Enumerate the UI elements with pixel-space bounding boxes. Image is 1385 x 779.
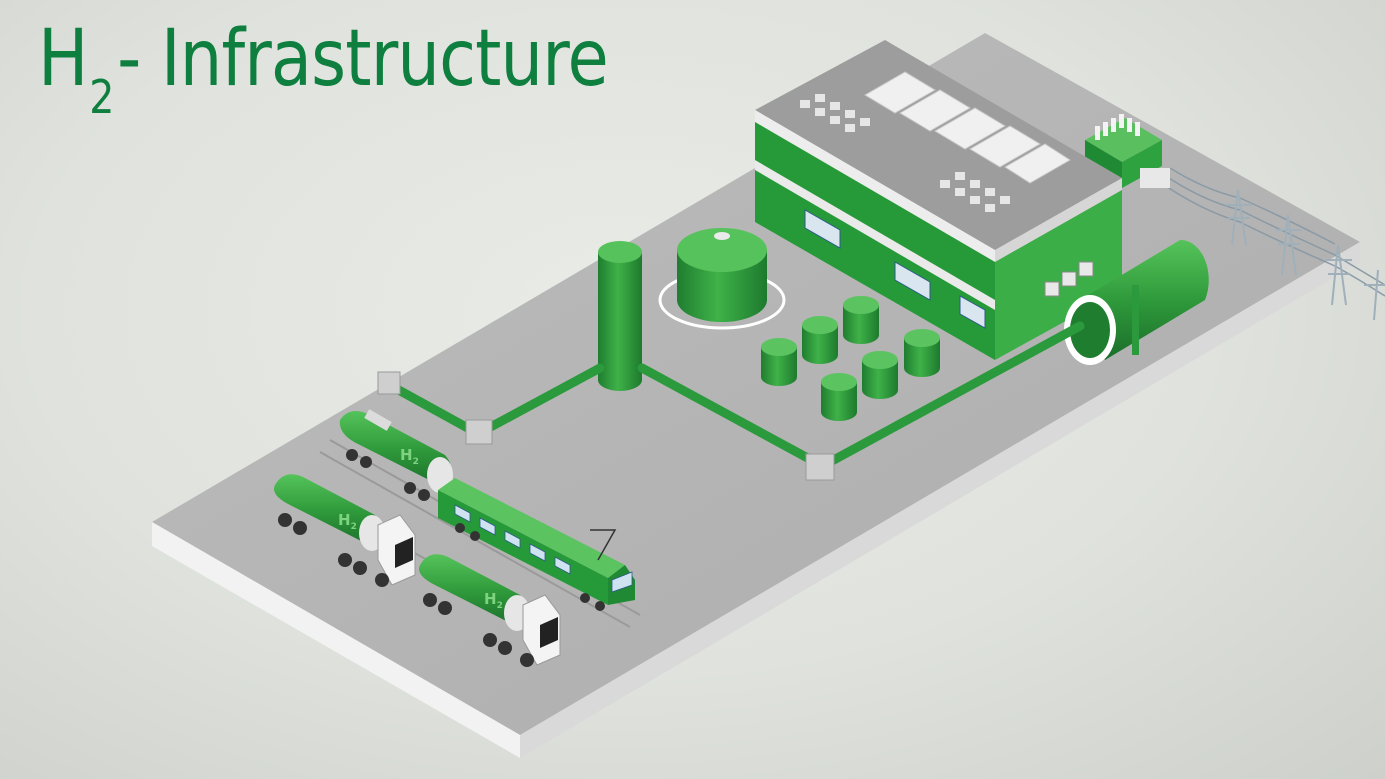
h2-label: H [338,511,351,529]
factory-building [755,40,1122,360]
title-prefix: H [38,14,88,104]
factory-wall-side [995,190,1122,360]
h2-label: H [484,590,497,608]
title-main: - Infrastructure [117,14,609,104]
factory-wall-front [755,122,995,360]
tanker-truck: H2 [274,474,416,587]
tall-column-tank [598,241,642,391]
small-tank [802,316,838,364]
small-tank [761,338,797,386]
small-tanks [761,296,940,421]
small-tank [862,351,898,399]
small-tank [843,296,879,344]
h2-label-sub: 2 [413,457,419,467]
factory-windows [804,209,986,329]
fan-units [1044,261,1094,297]
platform-side-left [152,522,520,758]
svg-text:H2: H2 [400,446,419,467]
h2-label-sub: 2 [351,522,357,532]
svg-text:H2: H2 [484,590,503,611]
pipe-junctions [377,371,835,481]
solar-panels [864,71,1071,184]
small-tank [821,373,857,421]
h2-label: H [400,446,413,464]
h2-label-sub: 2 [497,601,503,611]
title-subscript: 2 [89,70,114,124]
horizontal-storage-tank [1064,239,1209,365]
small-tank [904,329,940,377]
platform-side-right [520,242,1360,758]
tanker-truck: H2 [419,554,561,667]
pipelines [390,321,1085,467]
power-pylon [1226,189,1385,321]
roof-vents [800,94,1010,212]
tank-railcar: H2 [339,409,453,501]
factory-roof [755,40,1122,250]
locomotive [438,478,635,611]
svg-text:H2: H2 [338,511,357,532]
large-round-tank [658,228,786,330]
page-title: H2- Infrastructure [38,20,609,120]
